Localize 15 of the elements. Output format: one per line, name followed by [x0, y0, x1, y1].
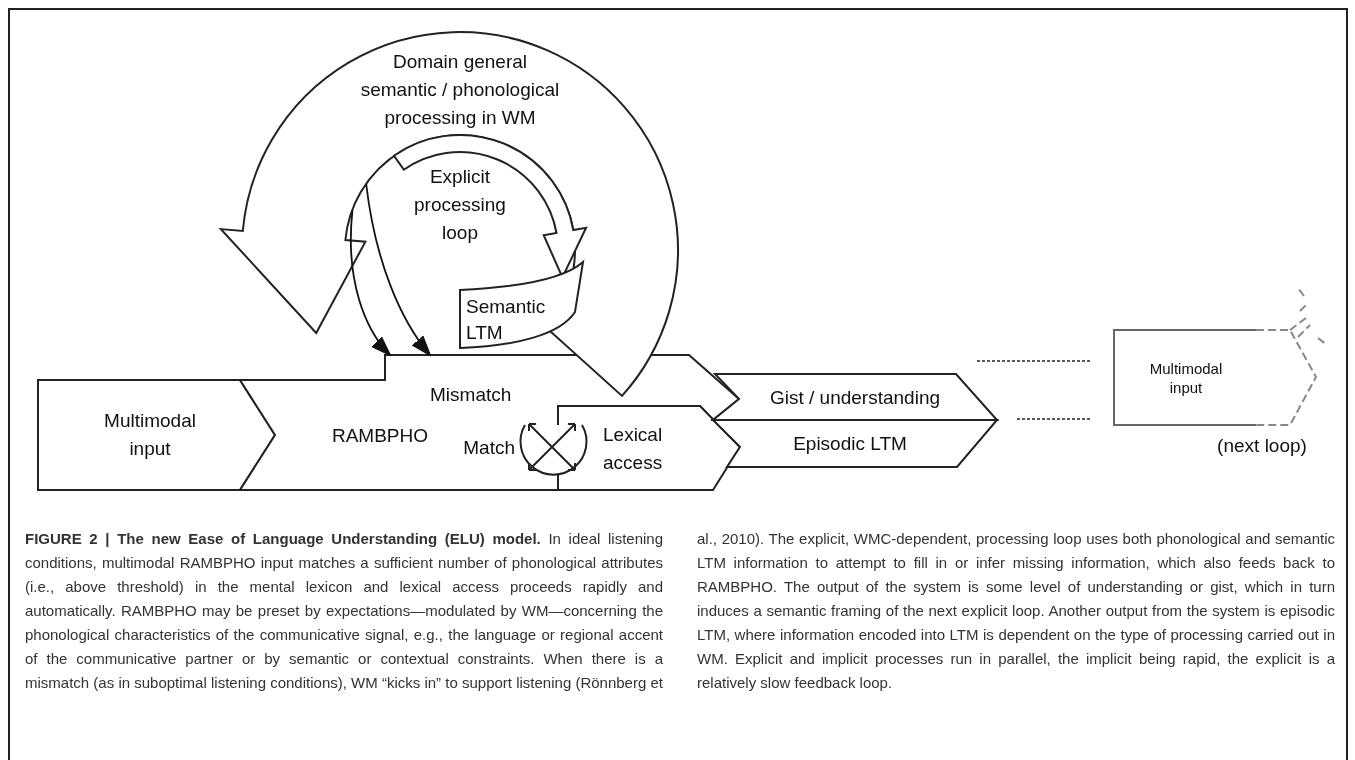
node-label: RAMBPHO [330, 424, 430, 448]
node-label: Multimodal input [1148, 359, 1224, 397]
text-label: Match [462, 436, 515, 460]
node-label: Episodic LTM [792, 432, 908, 456]
node-label: Domain general semantic / phonological processing in WM [359, 50, 561, 130]
arrow [350, 209, 392, 357]
node-label: Explicit processing loop [413, 165, 507, 245]
node-caption: (next loop) [1216, 434, 1308, 458]
node-label: Semantic LTM [466, 295, 547, 345]
node-label: Multimodal input [103, 409, 197, 461]
text-label: Mismatch [430, 383, 513, 407]
arrow [365, 183, 432, 357]
node-label: Gist / understanding [768, 386, 941, 410]
figure-caption: FIGURE 2 | The new Ease of Language Understanding (ELU) model. In ideal listening conditions, multimodal RAMBPHO input matches a sufficient number of phonological attributes (i.e., above threshold) in the mental lexicon and lexical access proceeds rapidly and automatically. RAMBPHO may be preset by expectations—modulated by WM—concerning the phonological characteristics of the communicative signal, e.g., the language or regional accent of the communicative partner or by semantic or contextual constraints. When there is a mismatch (as in suboptimal listening conditions), WM “kicks in” to support listening (Rönnberg et al., 2010). The explicit, WMC-dependent, processing loop uses both phonological and semantic LTM information to attempt to fill in or infer missing information, which also feeds back to RAMBPHO. The output of the system is some level of understanding or gist, which in turn induces a semantic framing of the next explicit loop. Another output from the system is episodic LTM, where information encoded into LTM is dependent on the type of processing carried out in WM. Explicit and implicit processes run in parallel, the implicit being rapid, the explicit is a relatively slow feedback loop. [25, 529, 1335, 693]
node-label: Lexical access [603, 423, 664, 475]
